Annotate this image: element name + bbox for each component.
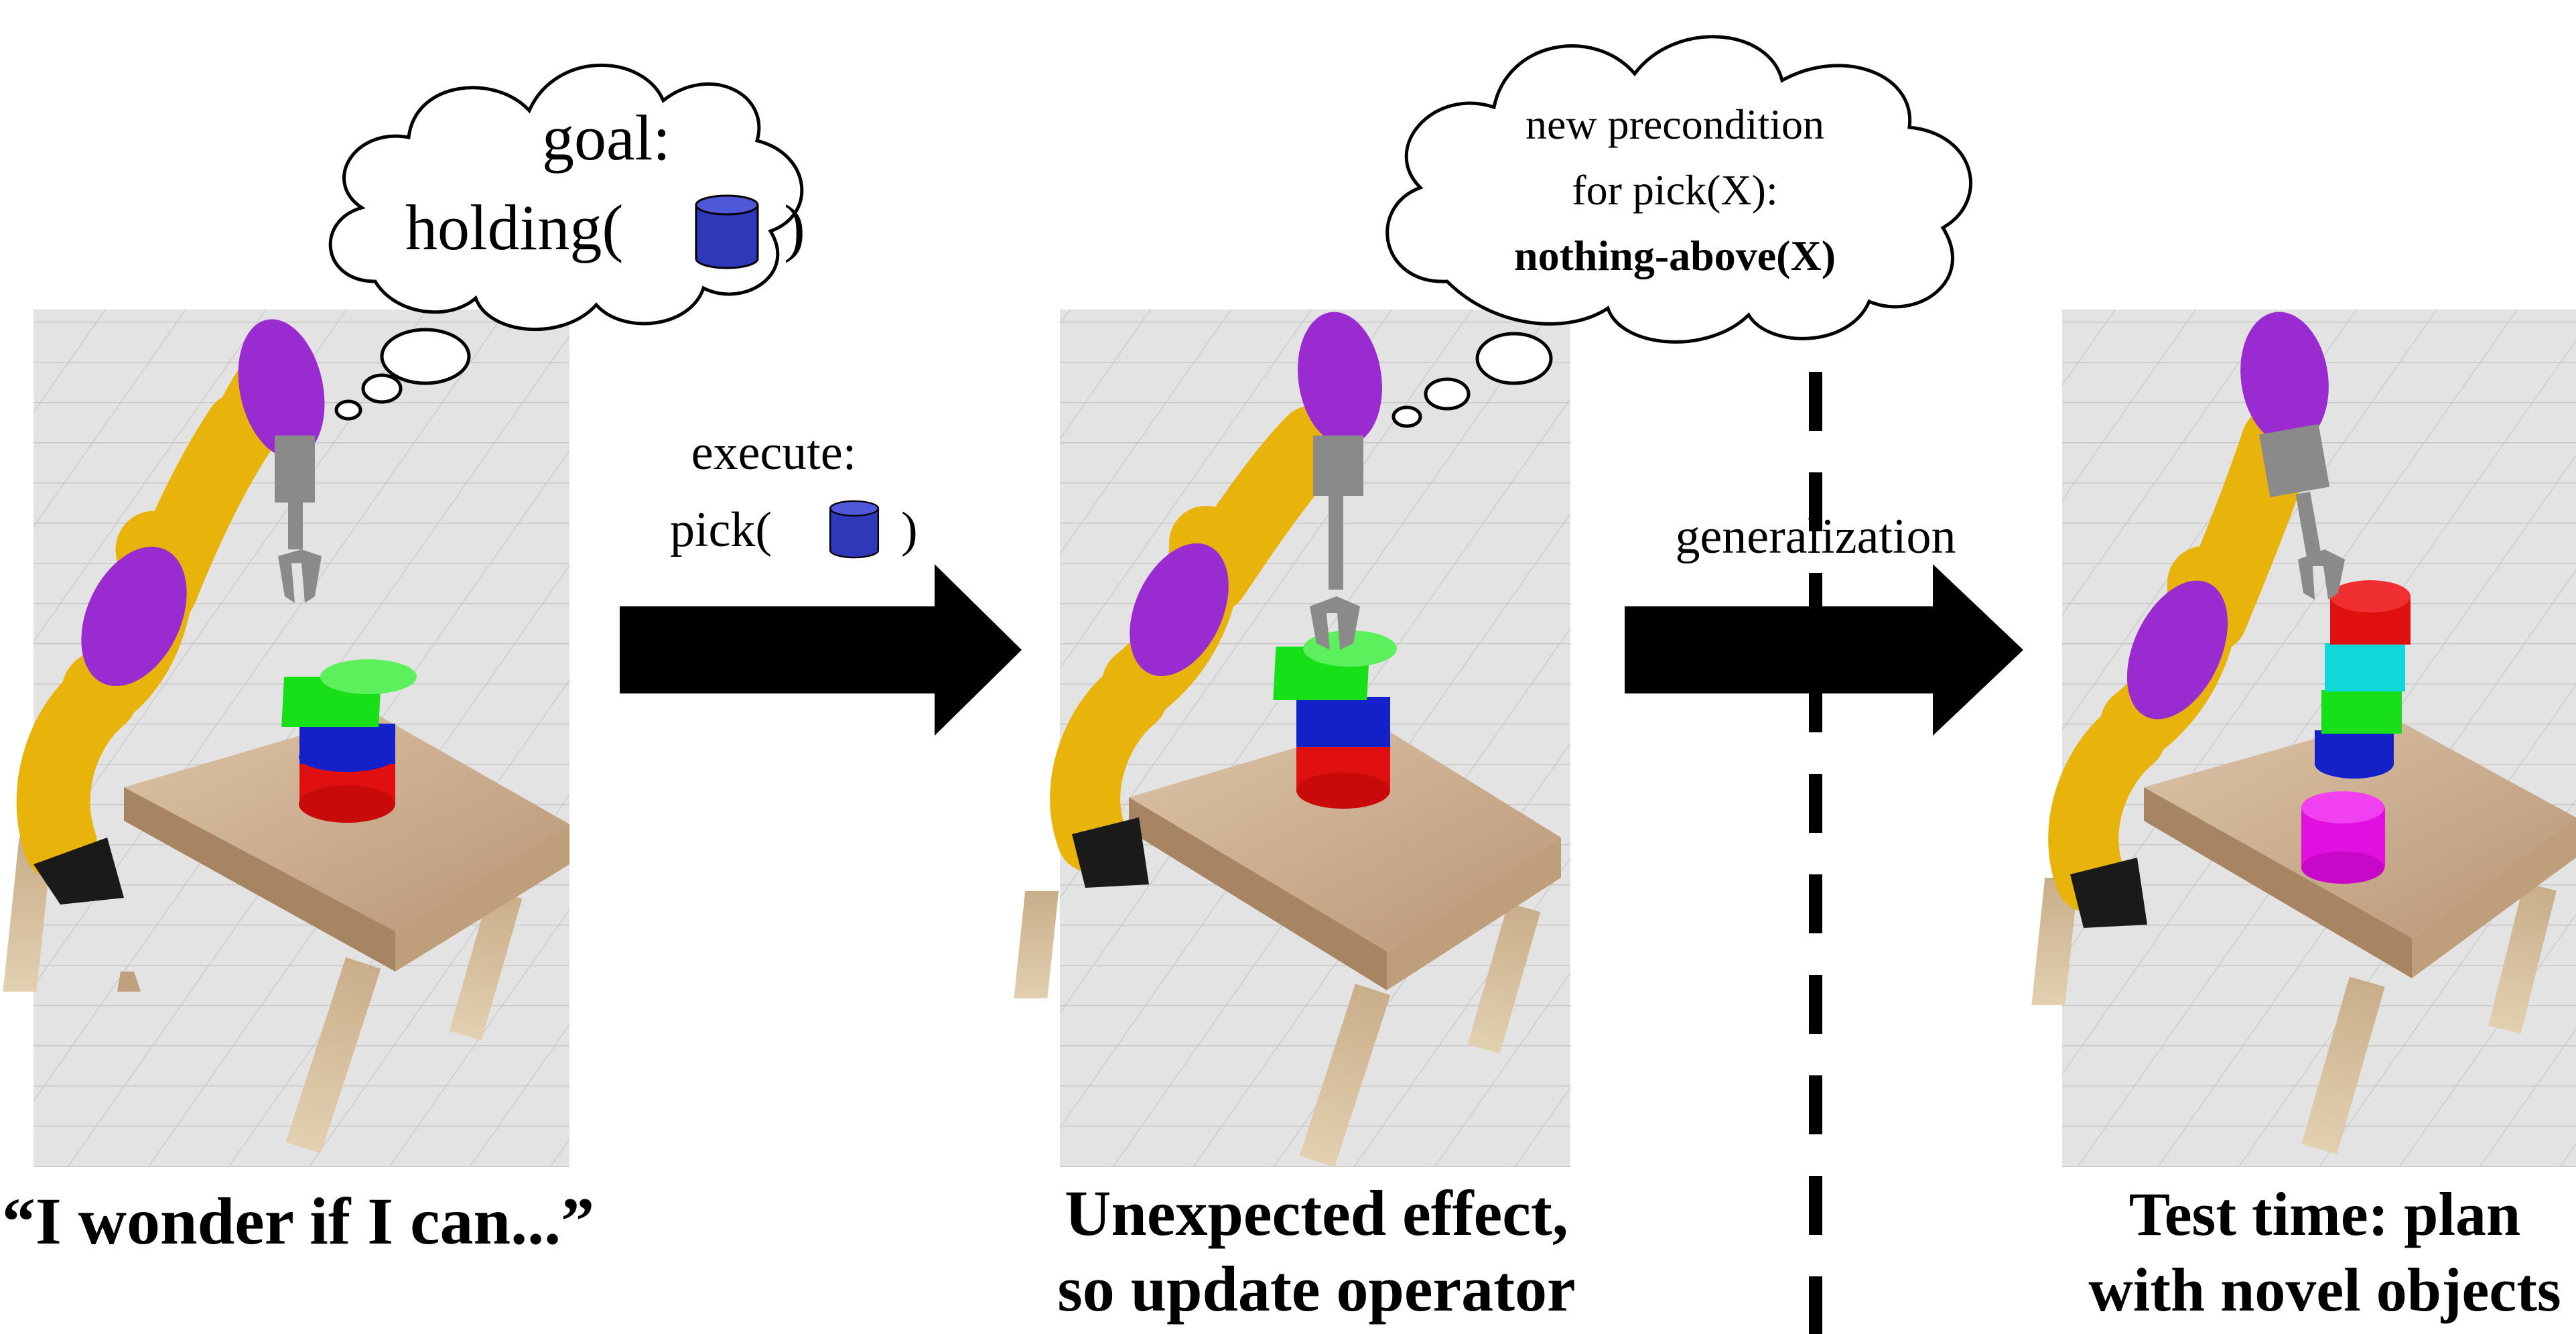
blue-cylinder-icon (829, 500, 880, 559)
bubble-precondition-line1: new precondition (1526, 101, 1824, 148)
captions: “I wonder if I can...” Unexpected effect… (2, 1177, 2561, 1325)
caption-panel-1: “I wonder if I can...” (2, 1184, 594, 1258)
magenta-block (2301, 791, 2385, 884)
blue-cylinder-icon (695, 194, 759, 269)
block-stack-lifted (2315, 580, 2411, 779)
right-arrow-icon (1625, 564, 2023, 736)
robot-arm (16, 319, 325, 905)
caption-panel-3-line1: Test time: plan (2129, 1180, 2520, 1248)
arrow-generalization-label: generalization (1675, 509, 1956, 564)
bubble-precondition-line3: nothing-above(X) (1514, 232, 1836, 279)
robot-arm (1050, 312, 1382, 888)
thought-bubble-precondition: new precondition for pick(X): nothing-ab… (1385, 35, 1972, 428)
arrow-execute: execute: pick( ) (620, 425, 1022, 736)
block-stack (281, 659, 417, 823)
caption-panel-2-line2: so update operator (1057, 1253, 1575, 1325)
arrow-execute-line2-suffix: ) (901, 503, 918, 557)
arrow-execute-line1: execute: (691, 425, 857, 480)
block-stack (1273, 630, 1397, 809)
right-arrow-icon (620, 564, 1022, 736)
caption-panel-3-line2: with novel objects (2088, 1256, 2561, 1324)
thought-bubble-goal: goal: holding( ) (328, 64, 805, 421)
caption-panel-2-line1: Unexpected effect, (1065, 1177, 1568, 1249)
arrow-generalization: generalization (1625, 509, 2023, 736)
panel-1-scene (3, 310, 569, 1167)
arrow-execute-line2-prefix: pick( (670, 503, 772, 557)
bubble-goal-line2-prefix: holding( (405, 192, 623, 263)
panel-3-scene (2031, 310, 2576, 1167)
bubble-goal-line1: goal: (542, 102, 671, 174)
table (3, 714, 569, 1154)
table (1014, 724, 1561, 1168)
bubble-goal-line2-suffix: ) (784, 192, 805, 263)
robot-arm (2048, 312, 2345, 928)
panel-2-scene (1014, 310, 1570, 1168)
bubble-precondition-line2: for pick(X): (1572, 166, 1777, 214)
